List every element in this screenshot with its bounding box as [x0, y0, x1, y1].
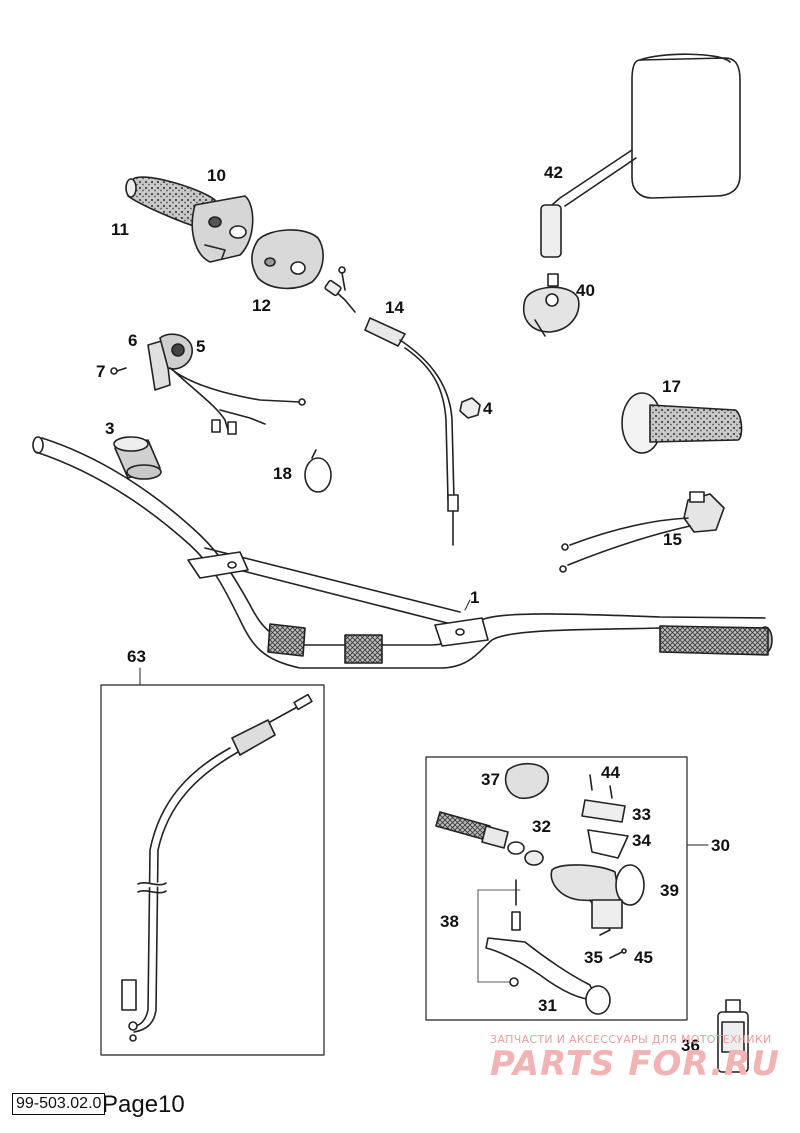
nut	[459, 397, 481, 419]
handlebar	[32, 436, 773, 669]
label-40: 40	[576, 281, 595, 300]
throttle-cable	[324, 266, 459, 546]
label-1: 1	[470, 588, 480, 607]
label-7: 7	[96, 362, 106, 381]
label-14: 14	[385, 298, 404, 317]
label-6: 6	[128, 331, 138, 350]
mirror	[540, 53, 741, 258]
throttle-cover	[251, 229, 324, 290]
label-17: 17	[662, 377, 681, 396]
kill-switch	[110, 333, 306, 435]
label-32: 32	[532, 817, 551, 836]
label-42: 42	[544, 163, 563, 182]
clutch-assembly-box	[425, 756, 709, 1021]
label-45: 45	[634, 948, 653, 967]
label-34: 34	[632, 831, 651, 850]
label-35: 35	[584, 948, 603, 967]
label-44: 44	[601, 763, 620, 782]
cable-tie	[304, 449, 332, 493]
watermark-logo: PARTS FOR.RU	[490, 1044, 780, 1084]
oil-bottle	[717, 999, 749, 1073]
clutch-cable-box	[100, 667, 325, 1056]
label-39: 39	[660, 881, 679, 900]
label-12: 12	[252, 296, 271, 315]
spacer-sleeve	[113, 436, 162, 480]
light-switch	[559, 491, 725, 573]
label-33: 33	[632, 805, 651, 824]
label-11: 11	[111, 220, 129, 239]
label-63: 63	[127, 647, 146, 666]
label-10: 10	[207, 166, 226, 185]
label-38: 38	[440, 912, 459, 931]
throttle-grip	[125, 176, 254, 263]
label-36: 36	[681, 1036, 700, 1055]
left-grip	[621, 392, 743, 454]
label-31: 31	[538, 996, 557, 1015]
label-30: 30	[711, 836, 730, 855]
label-4: 4	[483, 399, 493, 418]
label-5: 5	[196, 337, 206, 356]
label-15: 15	[663, 530, 682, 549]
page-number: Page10	[102, 1091, 185, 1118]
watermark-subtitle: ЗАПЧАСТИ И АКСЕССУАРЫ ДЛЯ МОТОТЕХНИКИ	[490, 1033, 772, 1046]
drawing-number: 99-503.02.0	[12, 1093, 106, 1115]
label-3: 3	[105, 419, 115, 438]
mirror-clamp	[523, 273, 580, 337]
label-18: 18	[273, 464, 292, 483]
label-37: 37	[481, 770, 500, 789]
